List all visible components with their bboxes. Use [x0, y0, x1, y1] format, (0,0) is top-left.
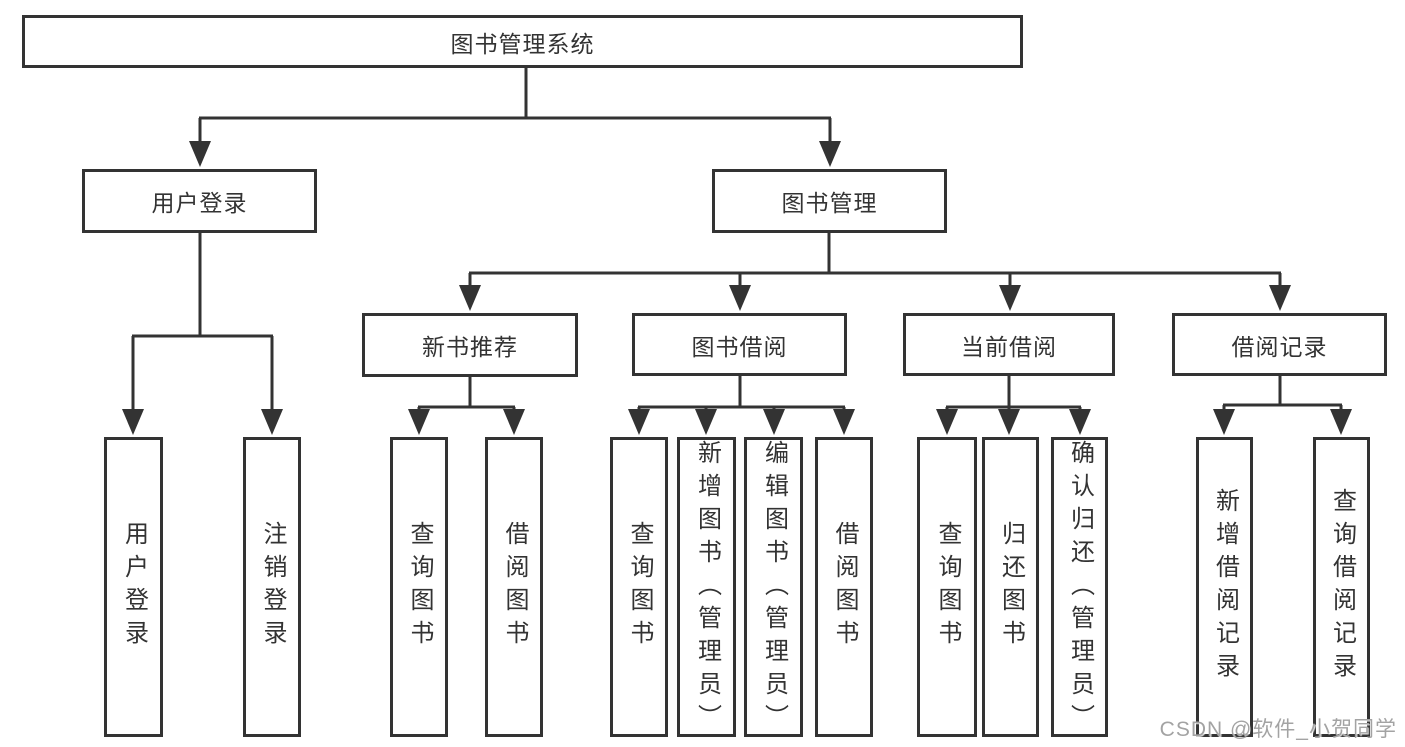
leaf-label: 确认归还（管理员） [1066, 440, 1094, 737]
leaf-login-logout: 注销登录 [243, 437, 301, 737]
leaf-label: 查询图书 [934, 521, 961, 653]
leaf-newbooks-query-books: 查询图书 [390, 437, 448, 737]
leaf-login-user-login: 用户登录 [104, 437, 163, 737]
leaf-label: 借阅图书 [501, 521, 528, 653]
leaf-current-return-books: 归还图书 [982, 437, 1039, 737]
leaf-borrowing-borrow-books: 借阅图书 [815, 437, 873, 737]
root-node-library-management-system: 图书管理系统 [22, 15, 1023, 68]
arrowheads [122, 141, 1352, 435]
node-current-borrowing: 当前借阅 [903, 313, 1115, 376]
leaf-label: 借阅图书 [831, 521, 858, 653]
leaf-label: 查询图书 [626, 521, 653, 653]
csdn-watermark: CSDN @软件_小贺同学 [1159, 718, 1397, 741]
leaf-borrowing-add-books-admin: 新增图书（管理员） [677, 437, 736, 737]
node-new-books: 新书推荐 [362, 313, 578, 377]
connector-borrowing-records-to-children [1222, 375, 1343, 413]
connector-root-to-level2 [198, 68, 832, 145]
node-borrowing-records: 借阅记录 [1172, 313, 1387, 376]
leaf-current-confirm-return-admin: 确认归还（管理员） [1051, 437, 1108, 737]
leaf-label: 查询借阅记录 [1328, 488, 1356, 686]
node-book-borrowing: 图书借阅 [632, 313, 847, 376]
leaf-label: 用户登录 [120, 521, 148, 653]
leaf-label: 新增图书（管理员） [693, 440, 721, 737]
leaf-label: 归还图书 [997, 521, 1025, 653]
connector-new-books-to-children [417, 377, 516, 413]
leaf-records-query-record: 查询借阅记录 [1313, 437, 1370, 737]
node-user-login: 用户登录 [82, 169, 317, 233]
leaf-label: 新增借阅记录 [1211, 488, 1239, 686]
connector-user-login-to-children [131, 233, 274, 413]
leaf-newbooks-borrow-books: 借阅图书 [485, 437, 543, 737]
leaf-label: 查询图书 [406, 521, 433, 653]
leaf-records-add-record: 新增借阅记录 [1196, 437, 1253, 737]
connector-book-management-to-level3 [468, 233, 1282, 289]
node-book-management: 图书管理 [712, 169, 947, 233]
leaf-label: 编辑图书（管理员） [760, 440, 788, 737]
connector-book-borrowing-to-children [637, 375, 846, 413]
leaf-borrowing-query-books: 查询图书 [610, 437, 668, 737]
leaf-current-query-books: 查询图书 [917, 437, 977, 737]
leaf-label: 注销登录 [259, 521, 286, 653]
connector-current-borrowing-to-children [945, 376, 1082, 413]
leaf-borrowing-edit-books-admin: 编辑图书（管理员） [744, 437, 803, 737]
